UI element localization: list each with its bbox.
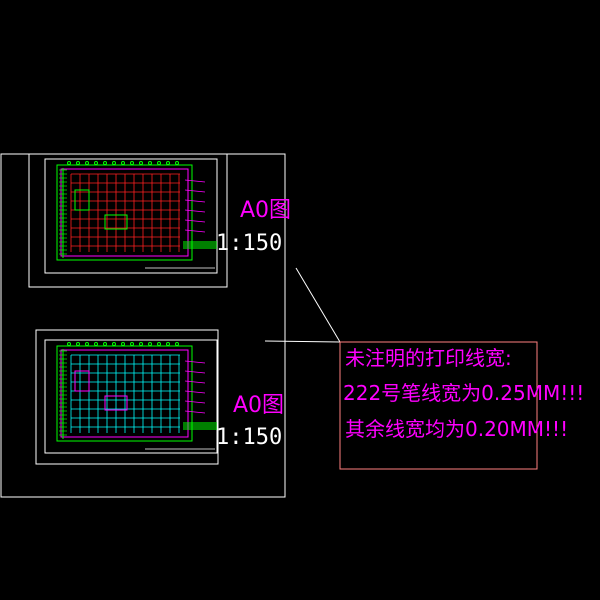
detail-line xyxy=(184,189,206,193)
axis-bubble xyxy=(103,342,107,346)
axis-bubble xyxy=(67,342,71,346)
axis-bubble xyxy=(67,161,71,165)
sheet-2-scale-label: 1:150 xyxy=(216,425,283,450)
detail-line xyxy=(184,209,206,213)
axis-bubble xyxy=(94,161,98,165)
detail-line xyxy=(184,219,206,223)
axis-bubble xyxy=(139,161,143,165)
axis-bubble xyxy=(112,342,116,346)
detail-line xyxy=(184,229,206,233)
axis-bubble xyxy=(130,342,134,346)
axis-bubble xyxy=(76,161,80,165)
note-line-3: 其余线宽均为0.20MM!!! xyxy=(345,417,569,441)
detail-line xyxy=(184,410,206,414)
axis-bubble xyxy=(121,342,125,346)
axis-bubble xyxy=(148,161,152,165)
axis-bubble xyxy=(166,161,170,165)
axis-bubble xyxy=(85,161,89,165)
room-block xyxy=(104,214,128,230)
note-box xyxy=(339,341,538,470)
sheet-2-floor-plan xyxy=(56,342,217,450)
axis-bubble xyxy=(157,342,161,346)
sheet-1-scale-label: 1:150 xyxy=(216,231,283,256)
detail-line xyxy=(184,370,206,374)
axis-bubble xyxy=(166,342,170,346)
note-line-2: 222号笔线宽为0.25MM!!! xyxy=(343,381,585,405)
detail-line xyxy=(184,390,206,394)
sheet-1-size-label: A0图 xyxy=(240,198,292,223)
detail-line xyxy=(184,199,206,203)
leader-line-2 xyxy=(264,340,341,343)
building-outline-inner xyxy=(60,349,189,438)
axis-bubble xyxy=(175,342,179,346)
detail-line xyxy=(184,400,206,404)
axis-bubble xyxy=(85,342,89,346)
axis-bubble xyxy=(139,342,143,346)
sheet-2-size-label: A0图 xyxy=(233,393,285,418)
sheet-1-inner-border xyxy=(44,158,218,274)
note-line-1: 未注明的打印线宽: xyxy=(345,346,512,370)
axis-bubble xyxy=(76,342,80,346)
axis-bubble xyxy=(121,161,125,165)
room-block xyxy=(74,370,90,392)
axis-bubble xyxy=(94,342,98,346)
detail-line xyxy=(184,360,206,364)
axis-bubble xyxy=(175,161,179,165)
detail-line xyxy=(184,179,206,183)
building-outline-inner xyxy=(60,168,189,257)
axis-bubble xyxy=(112,161,116,165)
leader-line-1 xyxy=(295,267,341,343)
axis-bubble xyxy=(157,161,161,165)
room-block xyxy=(104,395,128,411)
sheet-1-floor-plan xyxy=(56,161,217,269)
room-block xyxy=(74,189,90,211)
sheet-1-border xyxy=(28,153,228,288)
axis-bubble xyxy=(103,161,107,165)
axis-bubble xyxy=(130,161,134,165)
detail-line xyxy=(184,380,206,384)
axis-bubble xyxy=(148,342,152,346)
building-outline xyxy=(56,345,193,442)
building-outline xyxy=(56,164,193,261)
sheet-2-border xyxy=(35,329,219,465)
sheet-2-inner-border xyxy=(44,339,218,454)
